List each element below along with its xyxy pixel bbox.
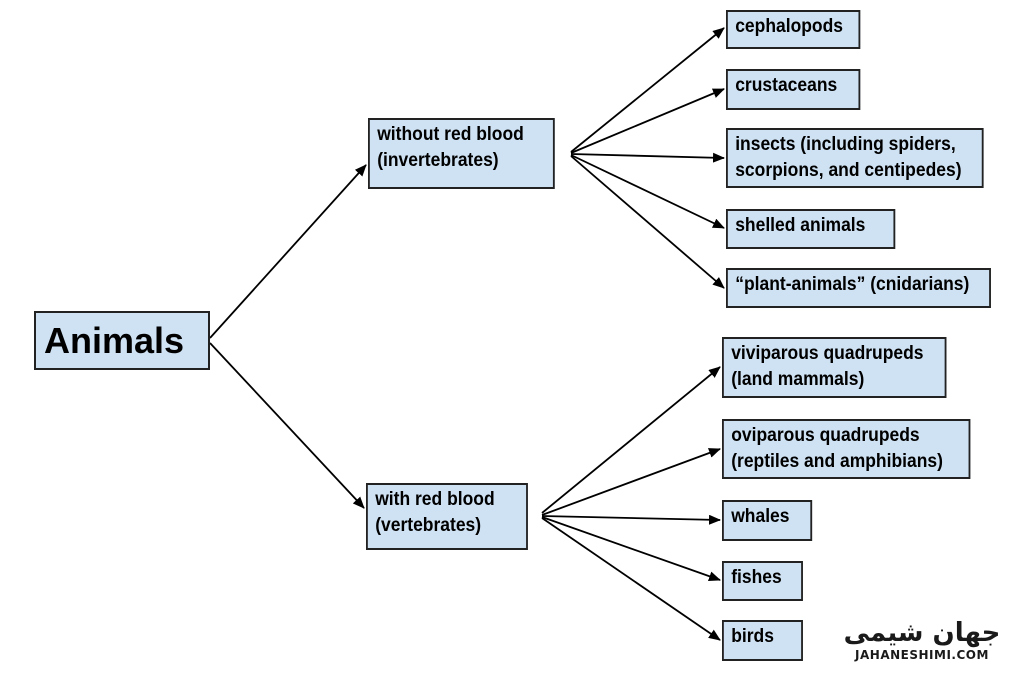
vertebrates-to-viviparous-arrow: [541, 366, 721, 514]
leaf-label-line: viviparous quadrupeds: [731, 343, 924, 364]
leaf-node-crustaceans: crustaceans: [726, 69, 861, 110]
leaf-node-whales: whales: [722, 500, 813, 541]
leaf-node-fishes: fishes: [722, 561, 803, 601]
leaf-node-shelled-animals: shelled animals: [726, 209, 896, 249]
leaf-label: crustaceans: [735, 75, 838, 96]
leaf-node-birds: birds: [722, 620, 803, 661]
invertebrates-to-shelled-animals-arrow: [570, 154, 725, 229]
watermark-site: JAHANESHIMI.COM: [855, 648, 989, 662]
group-label-line: (invertebrates): [377, 150, 499, 171]
leaf-label-line: (reptiles and amphibians): [731, 451, 943, 472]
group-label-line: without red blood: [377, 124, 524, 145]
group-node-vertebrates: with red blood (vertebrates): [366, 483, 528, 550]
leaf-label-line: insects (including spiders,: [735, 134, 956, 155]
invertebrates-to-insects-arrow: [570, 152, 725, 163]
vertebrates-to-fishes-arrow: [541, 516, 721, 582]
invertebrates-to-cephalopods-arrow: [570, 27, 725, 153]
invertebrates-to-plant-animals-arrow: [570, 155, 725, 289]
site-watermark: جهان شیمی JAHANESHIMI.COM: [842, 618, 1002, 672]
leaf-label: whales: [731, 506, 790, 527]
invertebrates-to-crustaceans-arrow: [570, 88, 725, 154]
leaf-label-line: oviparous quadrupeds: [731, 425, 920, 446]
group-label-line: with red blood: [375, 489, 495, 510]
leaf-label: shelled animals: [735, 215, 866, 236]
root-label: Animals: [44, 320, 185, 361]
leaf-node-plant-animals: “plant-animals” (cnidarians): [726, 268, 991, 308]
leaf-label-line: (land mammals): [731, 369, 865, 390]
leaf-label: “plant-animals” (cnidarians): [735, 274, 970, 295]
vertebrates-to-whales-arrow: [541, 514, 721, 525]
root-to-vertebrates-arrow: [209, 342, 365, 509]
root-node-animals: Animals: [34, 311, 210, 370]
leaf-label: fishes: [731, 567, 782, 588]
vertebrates-to-birds-arrow: [541, 517, 721, 641]
leaf-node-insects: insects (including spiders, scorpions, a…: [726, 128, 984, 188]
group-node-invertebrates: without red blood (invertebrates): [368, 118, 555, 189]
root-to-invertebrates-arrow: [209, 164, 367, 339]
leaf-label-line: scorpions, and centipedes): [735, 160, 962, 181]
group-label-line: (vertebrates): [375, 515, 482, 536]
leaf-label: cephalopods: [735, 16, 844, 37]
leaf-node-viviparous-quadrupeds: viviparous quadrupeds (land mammals): [722, 337, 947, 398]
leaf-node-cephalopods: cephalopods: [726, 10, 861, 49]
watermark-logo: جهان شیمی: [843, 618, 1001, 648]
leaf-node-oviparous-quadrupeds: oviparous quadrupeds (reptiles and amphi…: [722, 419, 971, 479]
leaf-label: birds: [731, 626, 774, 647]
vertebrates-to-oviparous-arrow: [541, 448, 721, 516]
